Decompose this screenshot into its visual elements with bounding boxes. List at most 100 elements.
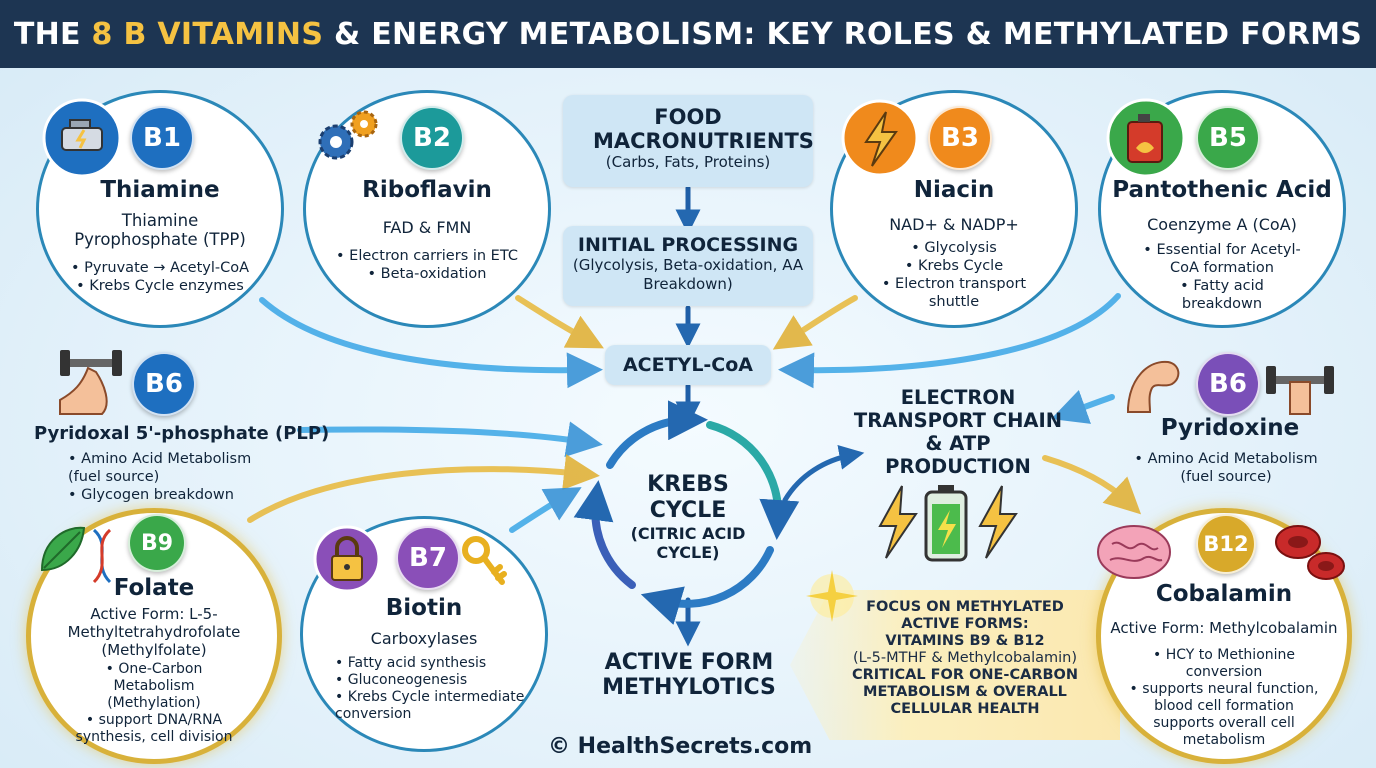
list-item: Gluconeogenesis xyxy=(335,672,525,689)
arrow-b9 xyxy=(247,454,600,523)
engine-icon xyxy=(40,98,126,178)
processing-sub: (Glycolysis, Beta-oxidation, AA Breakdow… xyxy=(572,256,804,293)
dumbbell-arm-icon xyxy=(52,344,132,416)
copyright-text: © HealthSecrets.com xyxy=(548,734,813,759)
vitamin-b6-right-name: Pyridoxine xyxy=(1160,415,1300,441)
vitamin-b6-right-points: Amino Acid Metabolism (fuel source) xyxy=(1128,450,1324,486)
vitamin-b6-right-badge: B6 xyxy=(1196,352,1260,416)
krebs-arc-top xyxy=(606,400,708,469)
food-macronutrients-box: FOOD MACRONUTRIENTS (Carbs, Fats, Protei… xyxy=(563,95,814,187)
key-icon xyxy=(460,534,508,590)
vitamin-b5-form: Coenzyme A (CoA) xyxy=(1147,215,1297,234)
electron-transport-label: ELECTRON TRANSPORT CHAIN & ATP PRODUCTIO… xyxy=(853,386,1063,478)
vitamin-b2-points: Electron carriers in ETC Beta-oxidation xyxy=(306,247,548,283)
processing-title: INITIAL PROCESSING xyxy=(577,234,799,256)
list-item: Fatty acid breakdown xyxy=(1141,277,1303,313)
vitamin-b6-left-badge: B6 xyxy=(132,352,196,416)
vitamin-b3-name: Niacin xyxy=(913,177,995,203)
list-item: Beta-oxidation xyxy=(306,265,548,283)
arrow-b1 xyxy=(259,297,603,389)
list-item: Electron carriers in ETC xyxy=(306,247,548,265)
title-banner: THE 8 B VITAMINS & ENERGY METABOLISM: KE… xyxy=(0,0,1376,68)
vitamin-b1-form: Thiamine Pyrophosphate (TPP) xyxy=(74,211,246,249)
list-item: HCY to Methionine conversion xyxy=(1127,647,1321,681)
list-item: Krebs Cycle enzymes xyxy=(39,277,281,295)
vitamin-b1-name: Thiamine xyxy=(100,177,220,203)
vitamin-b9-form: Active Form: L-5-Methyltetrahydrofolate … xyxy=(67,605,241,659)
focus-callout: FOCUS ON METHYLATED ACTIVE FORMS: VITAMI… xyxy=(851,599,1078,717)
list-item: support DNA/RNA synthesis, cell division xyxy=(67,712,241,746)
arrow-b7 xyxy=(509,487,582,533)
arrow-b3 xyxy=(772,295,858,350)
acetyl-coa-box: ACETYL-CoA xyxy=(605,345,771,385)
vitamin-b3-form: NAD+ & NADP+ xyxy=(889,215,1019,234)
vitamin-b7-badge: B7 xyxy=(396,526,460,590)
food-sub: (Carbs, Fats, Proteins) xyxy=(605,153,771,171)
vitamin-b12-points: HCY to Methionine conversion supports ne… xyxy=(1101,647,1347,749)
vitamin-b7-name: Biotin xyxy=(385,595,463,621)
initial-processing-box: INITIAL PROCESSING (Glycolysis, Beta-oxi… xyxy=(563,226,813,306)
vitamin-b12-name: Cobalamin xyxy=(1155,581,1293,607)
leaf-dna-icon xyxy=(36,520,126,590)
title-highlight: 8 B VITAMINS xyxy=(91,16,324,52)
vitamin-b6-left-points: Amino Acid Metabolism (fuel source) Glyc… xyxy=(68,450,278,504)
vitamin-b2-badge: B2 xyxy=(400,106,464,170)
active-form-label: ACTIVE FORM METHYLOTICS xyxy=(602,650,776,700)
vitamin-b7-form: Carboxylases xyxy=(370,629,478,648)
arrow-etc-b12 xyxy=(1042,455,1142,515)
focus-callout-bg xyxy=(790,590,1120,740)
vitamin-b9-points: One-Carbon Metabolism (Methylation) supp… xyxy=(31,661,277,746)
page-title: THE 8 B VITAMINS & ENERGY METABOLISM: KE… xyxy=(13,16,1363,52)
list-item: Amino Acid Metabolism (fuel source) xyxy=(1128,450,1324,486)
blood-cells-icon xyxy=(1268,512,1352,586)
vitamin-b1-points: Pyruvate → Acetyl-CoA Krebs Cycle enzyme… xyxy=(39,259,281,295)
sparkle-icon xyxy=(802,566,862,626)
vitamin-b5-badge: B5 xyxy=(1196,106,1260,170)
list-item: One-Carbon Metabolism (Methylation) xyxy=(67,661,241,712)
vitamin-b5-points: Essential for Acetyl-CoA formation Fatty… xyxy=(1101,241,1343,313)
list-item: Fatty acid synthesis xyxy=(335,655,525,672)
vitamin-b2-form: FAD & FMN xyxy=(382,218,472,237)
vitamin-b3-badge: B3 xyxy=(928,106,992,170)
list-item: Krebs Cycle xyxy=(877,257,1031,275)
vitamin-b9-badge: B9 xyxy=(128,514,186,572)
vitamin-b12-badge: B12 xyxy=(1196,514,1256,574)
list-item: Glycogen breakdown xyxy=(68,486,278,504)
vitamin-b12-form: Active Form: Methylcobalamin xyxy=(1110,619,1338,637)
krebs-arc-right xyxy=(706,421,800,540)
arrow-b2 xyxy=(515,295,604,349)
dumbbell-arm-icon xyxy=(1120,348,1196,416)
dumbbell-icon xyxy=(1262,358,1338,416)
fuel-can-icon xyxy=(1104,96,1188,178)
arrow-krebs-etc xyxy=(782,444,865,503)
vitamin-b7-points: Fatty acid synthesis Gluconeogenesis Kre… xyxy=(335,655,525,723)
battery-lightning-icon xyxy=(872,480,1022,564)
vitamin-b7-card: Biotin Carboxylases Fatty acid synthesis… xyxy=(300,516,548,752)
vitamin-b3-points: Glycolysis Krebs Cycle Electron transpor… xyxy=(833,239,1075,311)
lightning-icon xyxy=(840,98,920,178)
krebs-cycle-sub: (CITRIC ACID CYCLE) xyxy=(630,524,746,562)
krebs-arc-left xyxy=(573,480,636,589)
food-title: FOOD MACRONUTRIENTS xyxy=(593,105,814,153)
list-item: supports neural function, blood cell for… xyxy=(1127,681,1321,749)
list-item: Amino Acid Metabolism (fuel source) xyxy=(68,450,278,486)
list-item: Essential for Acetyl-CoA formation xyxy=(1141,241,1303,277)
arrow-b6-right xyxy=(1051,389,1115,424)
list-item: Pyruvate → Acetyl-CoA xyxy=(39,259,281,277)
gears-icon xyxy=(312,104,384,166)
vitamin-b6-left-form: Pyridoxal 5'-phosphate (PLP) xyxy=(34,423,330,444)
vitamin-b5-name: Pantothenic Acid xyxy=(1112,177,1332,203)
list-item: Glycolysis xyxy=(877,239,1031,257)
list-item: Electron transport shuttle xyxy=(877,275,1031,311)
krebs-cycle-label: KREBS CYCLE (CITRIC ACID CYCLE) xyxy=(610,472,766,562)
krebs-arc-bottom xyxy=(640,546,774,625)
vitamin-b2-name: Riboflavin xyxy=(362,177,492,203)
lock-icon xyxy=(312,524,382,594)
vitamin-b1-badge: B1 xyxy=(130,106,194,170)
arrow-b5 xyxy=(778,293,1121,389)
list-item: Krebs Cycle intermediate conversion xyxy=(335,689,525,723)
vitamin-b9-name: Folate xyxy=(113,575,195,601)
brain-icon xyxy=(1092,520,1176,586)
arrow-b6-left xyxy=(297,421,603,458)
